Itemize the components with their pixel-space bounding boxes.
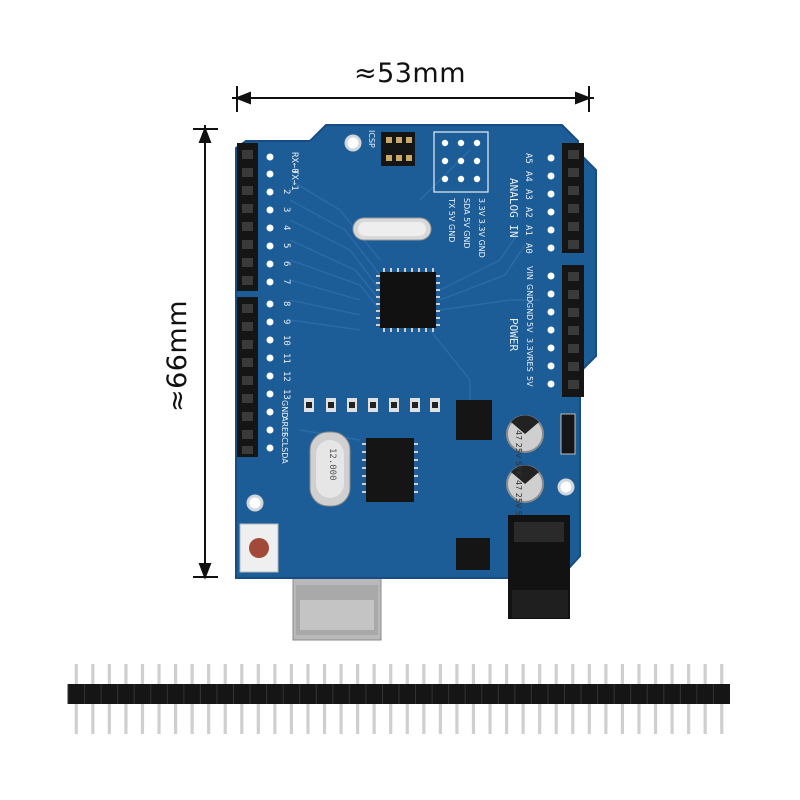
usb-chip-leads	[362, 443, 418, 493]
capacitor-2-label: 47 25V SYK	[514, 480, 523, 527]
svg-text:GND: GND	[525, 284, 534, 302]
svg-text:47 25V SYK: 47 25V SYK	[514, 480, 523, 527]
fuse	[560, 413, 576, 455]
svg-text:RES: RES	[525, 356, 534, 372]
reset-button	[239, 523, 279, 573]
i2c-labels: TX 5V GND SDA 5V GND 3.3V 3.3V GND	[447, 197, 486, 258]
svg-text:SDA 5V GND: SDA 5V GND	[462, 198, 471, 249]
svg-text:A5: A5	[523, 153, 533, 164]
sda-scl-label: SCLSDA	[280, 432, 289, 464]
analog-pin-header	[562, 143, 584, 253]
icsp-header	[381, 132, 415, 166]
svg-text:47 25V SYK: 47 25V SYK	[514, 430, 523, 477]
digital-pin-labels: 2 3 4 5 6 7 8 9 10 11 12 13	[281, 189, 291, 400]
electrolytic-capacitor-1	[506, 415, 544, 453]
width-dimension-label: ≈53mm	[353, 58, 467, 89]
svg-text:5V: 5V	[525, 322, 534, 333]
svg-text:AREF: AREF	[280, 416, 289, 437]
svg-text:5: 5	[281, 243, 291, 248]
smd-components-row	[304, 398, 440, 412]
svg-text:3.3V 3.3V GND: 3.3V 3.3V GND	[477, 198, 486, 258]
svg-text:12.000: 12.000	[327, 448, 337, 481]
capacitor-1-label: 47 25V SYK	[514, 430, 523, 477]
male-pin-header-strip	[67, 664, 730, 734]
right-pin-pads	[547, 154, 555, 388]
svg-text:A2: A2	[523, 207, 533, 218]
crystal-label: 12.000	[327, 448, 337, 481]
svg-text:ANALOG IN: ANALOG IN	[507, 178, 520, 238]
svg-text:A3: A3	[523, 189, 533, 200]
gnd-label: GND	[280, 400, 289, 418]
svg-text:A0: A0	[523, 243, 533, 254]
power-label: POWER	[507, 318, 520, 351]
icsp-label: ICSP	[367, 130, 376, 148]
svg-text:3: 3	[281, 207, 291, 212]
svg-text:4: 4	[281, 225, 291, 230]
svg-text:ICSP: ICSP	[367, 130, 376, 148]
svg-text:8: 8	[281, 301, 291, 306]
svg-text:A4: A4	[523, 171, 533, 182]
svg-text:6: 6	[281, 261, 291, 266]
svg-text:SCLSDA: SCLSDA	[280, 432, 289, 464]
power-pin-labels: VIN GND GND 5V 3.3V RES 5V	[525, 266, 534, 387]
dc-power-jack	[508, 515, 570, 619]
svg-text:TX→1: TX→1	[289, 169, 299, 191]
analog-in-label: ANALOG IN	[507, 178, 520, 238]
svg-text:2: 2	[281, 189, 291, 194]
microcontroller-chip	[376, 268, 440, 332]
main-crystal	[352, 217, 432, 241]
ldo-regulator	[456, 538, 490, 570]
width-dimension-line	[232, 86, 594, 112]
svg-text:12: 12	[281, 371, 291, 382]
digital-pin-header	[237, 143, 274, 457]
svg-text:A1: A1	[523, 225, 533, 236]
extra-pad-grid	[433, 131, 489, 193]
rx-label: RX←0	[289, 152, 299, 174]
svg-text:GND: GND	[525, 302, 534, 320]
svg-text:11: 11	[281, 353, 291, 364]
tx-label: TX→1	[289, 169, 299, 191]
svg-text:TX 5V GND: TX 5V GND	[447, 197, 456, 242]
usb-interface-chip	[366, 438, 414, 502]
analog-pin-labels: A5 A4 A3 A2 A1 A0	[523, 153, 533, 254]
electrolytic-capacitor-2	[506, 465, 544, 503]
svg-text:GND: GND	[280, 400, 289, 418]
svg-text:RX←0: RX←0	[289, 152, 299, 174]
aref-label: AREF	[280, 416, 289, 437]
svg-text:5V: 5V	[525, 376, 534, 387]
svg-text:9: 9	[281, 319, 291, 324]
svg-text:VIN: VIN	[525, 266, 534, 280]
svg-text:10: 10	[281, 335, 291, 346]
svg-text:POWER: POWER	[507, 318, 520, 351]
voltage-regulator-chip	[456, 400, 492, 440]
svg-text:3.3V: 3.3V	[525, 338, 534, 357]
svg-text:13: 13	[281, 389, 291, 400]
usb-crystal	[309, 431, 351, 507]
power-pin-header	[562, 265, 584, 397]
height-dimension-line	[193, 125, 218, 580]
svg-text:7: 7	[281, 279, 291, 284]
